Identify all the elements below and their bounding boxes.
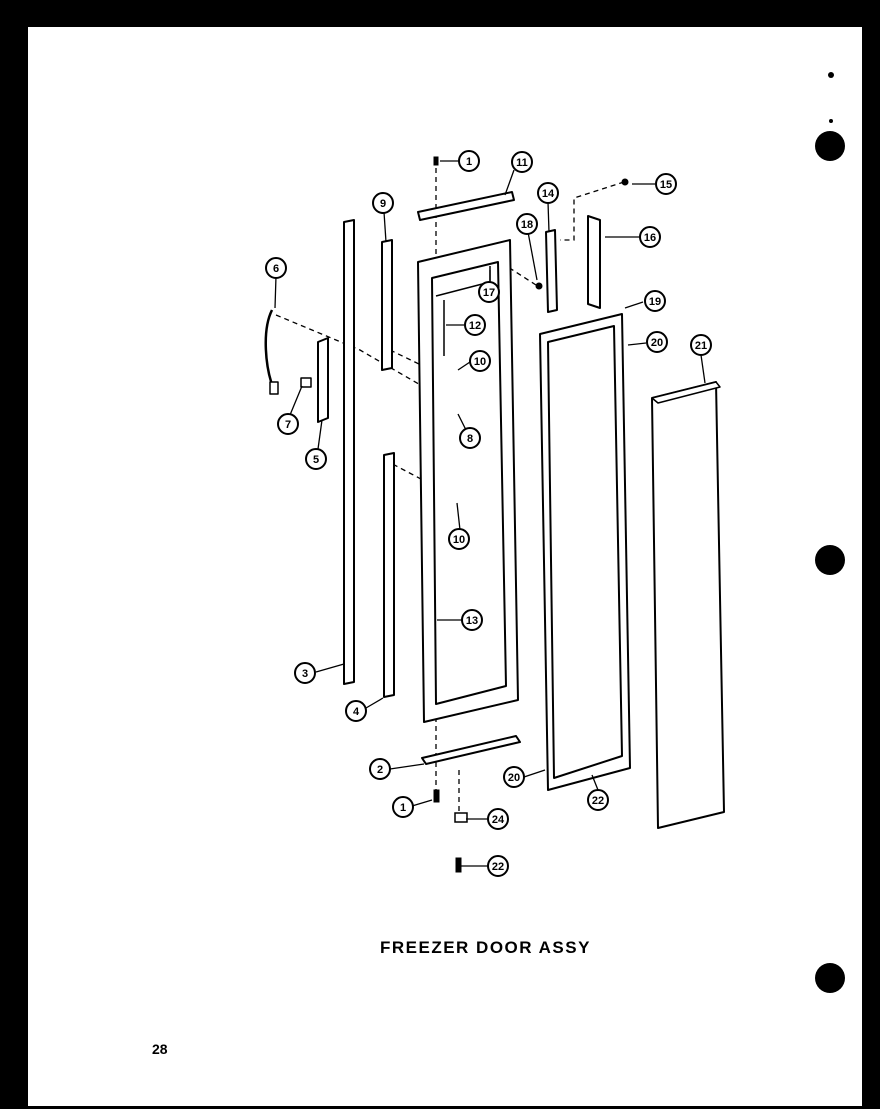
callout-1-bottom: 1 <box>392 796 414 818</box>
callout-label: 21 <box>695 340 707 352</box>
callout-13: 13 <box>461 609 483 631</box>
page-number: 28 <box>152 1041 168 1057</box>
callout-10-top: 10 <box>469 350 491 372</box>
callout-label: 10 <box>474 356 486 368</box>
part-9-trim <box>381 239 393 371</box>
callout-label: 11 <box>516 157 528 169</box>
callout-6: 6 <box>265 257 287 279</box>
callout-8: 8 <box>459 427 481 449</box>
callout-20-bottom: 20 <box>503 766 525 788</box>
speck <box>828 72 834 78</box>
callout-label: 6 <box>273 263 279 275</box>
callout-label: 18 <box>521 219 533 231</box>
callout-label: 22 <box>592 795 604 807</box>
callout-label: 7 <box>285 419 291 431</box>
callout-7: 7 <box>277 413 299 435</box>
callout-24: 24 <box>487 808 509 830</box>
callout-11: 11 <box>511 151 533 173</box>
callout-label: 20 <box>651 337 663 349</box>
callout-label: 8 <box>467 433 473 445</box>
screw-22 <box>455 857 462 873</box>
callout-9: 9 <box>372 192 394 214</box>
callout-label: 1 <box>466 156 472 168</box>
callout-17: 17 <box>478 281 500 303</box>
callout-label: 9 <box>380 198 386 210</box>
callout-label: 2 <box>377 764 383 776</box>
binder-holes <box>815 72 845 993</box>
callout-5: 5 <box>305 448 327 470</box>
callout-label: 3 <box>302 668 308 680</box>
callouts: 1 11 14 15 9 18 16 6 17 19 12 20 21 10 7… <box>265 150 712 877</box>
part-5-handle-mount <box>317 337 329 423</box>
callout-4: 4 <box>345 700 367 722</box>
callout-label: 24 <box>492 814 505 826</box>
part-16-cover <box>587 215 601 309</box>
door-liner-inner <box>431 261 507 705</box>
callout-label: 17 <box>483 287 495 299</box>
callout-22-right: 22 <box>587 789 609 811</box>
callout-label: 13 <box>466 615 478 627</box>
callout-22-bottom: 22 <box>487 855 509 877</box>
part-4-trim <box>383 452 395 698</box>
handle-end <box>269 381 279 395</box>
callout-label: 12 <box>469 320 481 332</box>
binder-hole <box>815 131 845 161</box>
callout-label: 15 <box>660 179 672 191</box>
screw-bottom <box>433 789 440 803</box>
callout-label: 10 <box>453 534 465 546</box>
screw-18 <box>535 282 543 290</box>
screw-15 <box>621 178 629 186</box>
callout-label: 5 <box>313 454 319 466</box>
callout-label: 20 <box>508 772 520 784</box>
speck <box>829 119 833 123</box>
callout-21: 21 <box>690 334 712 356</box>
callout-label: 22 <box>492 861 504 873</box>
part-21-door-panel <box>651 381 725 829</box>
screw-top <box>433 156 439 166</box>
callout-2: 2 <box>369 758 391 780</box>
leader-lines <box>274 160 706 867</box>
callout-10-bottom: 10 <box>448 528 470 550</box>
part-7-clip <box>300 377 312 388</box>
callout-18: 18 <box>516 213 538 235</box>
part-20-gasket-inner <box>547 325 623 779</box>
callout-20-top: 20 <box>646 331 668 353</box>
callout-label: 19 <box>649 296 661 308</box>
callout-3: 3 <box>294 662 316 684</box>
callout-label: 1 <box>400 802 406 814</box>
callout-19: 19 <box>644 290 666 312</box>
callout-15: 15 <box>655 173 677 195</box>
diagram-title: FREEZER DOOR ASSY <box>380 938 591 957</box>
callout-label: 4 <box>353 706 360 718</box>
part-14-bracket <box>545 229 558 313</box>
part-3-trim-strip <box>343 219 355 685</box>
parts <box>264 191 725 829</box>
callout-12: 12 <box>464 314 486 336</box>
callout-label: 14 <box>542 188 555 200</box>
binder-hole <box>815 963 845 993</box>
part-11-top-hinge-cover <box>417 191 515 221</box>
binder-hole <box>815 545 845 575</box>
part-2-bottom-hinge <box>421 735 521 765</box>
callout-16: 16 <box>639 226 661 248</box>
callout-14: 14 <box>537 182 559 204</box>
callout-1-top: 1 <box>458 150 480 172</box>
callout-label: 16 <box>644 232 656 244</box>
part-6-handle <box>264 309 276 391</box>
stop-24 <box>454 812 468 823</box>
